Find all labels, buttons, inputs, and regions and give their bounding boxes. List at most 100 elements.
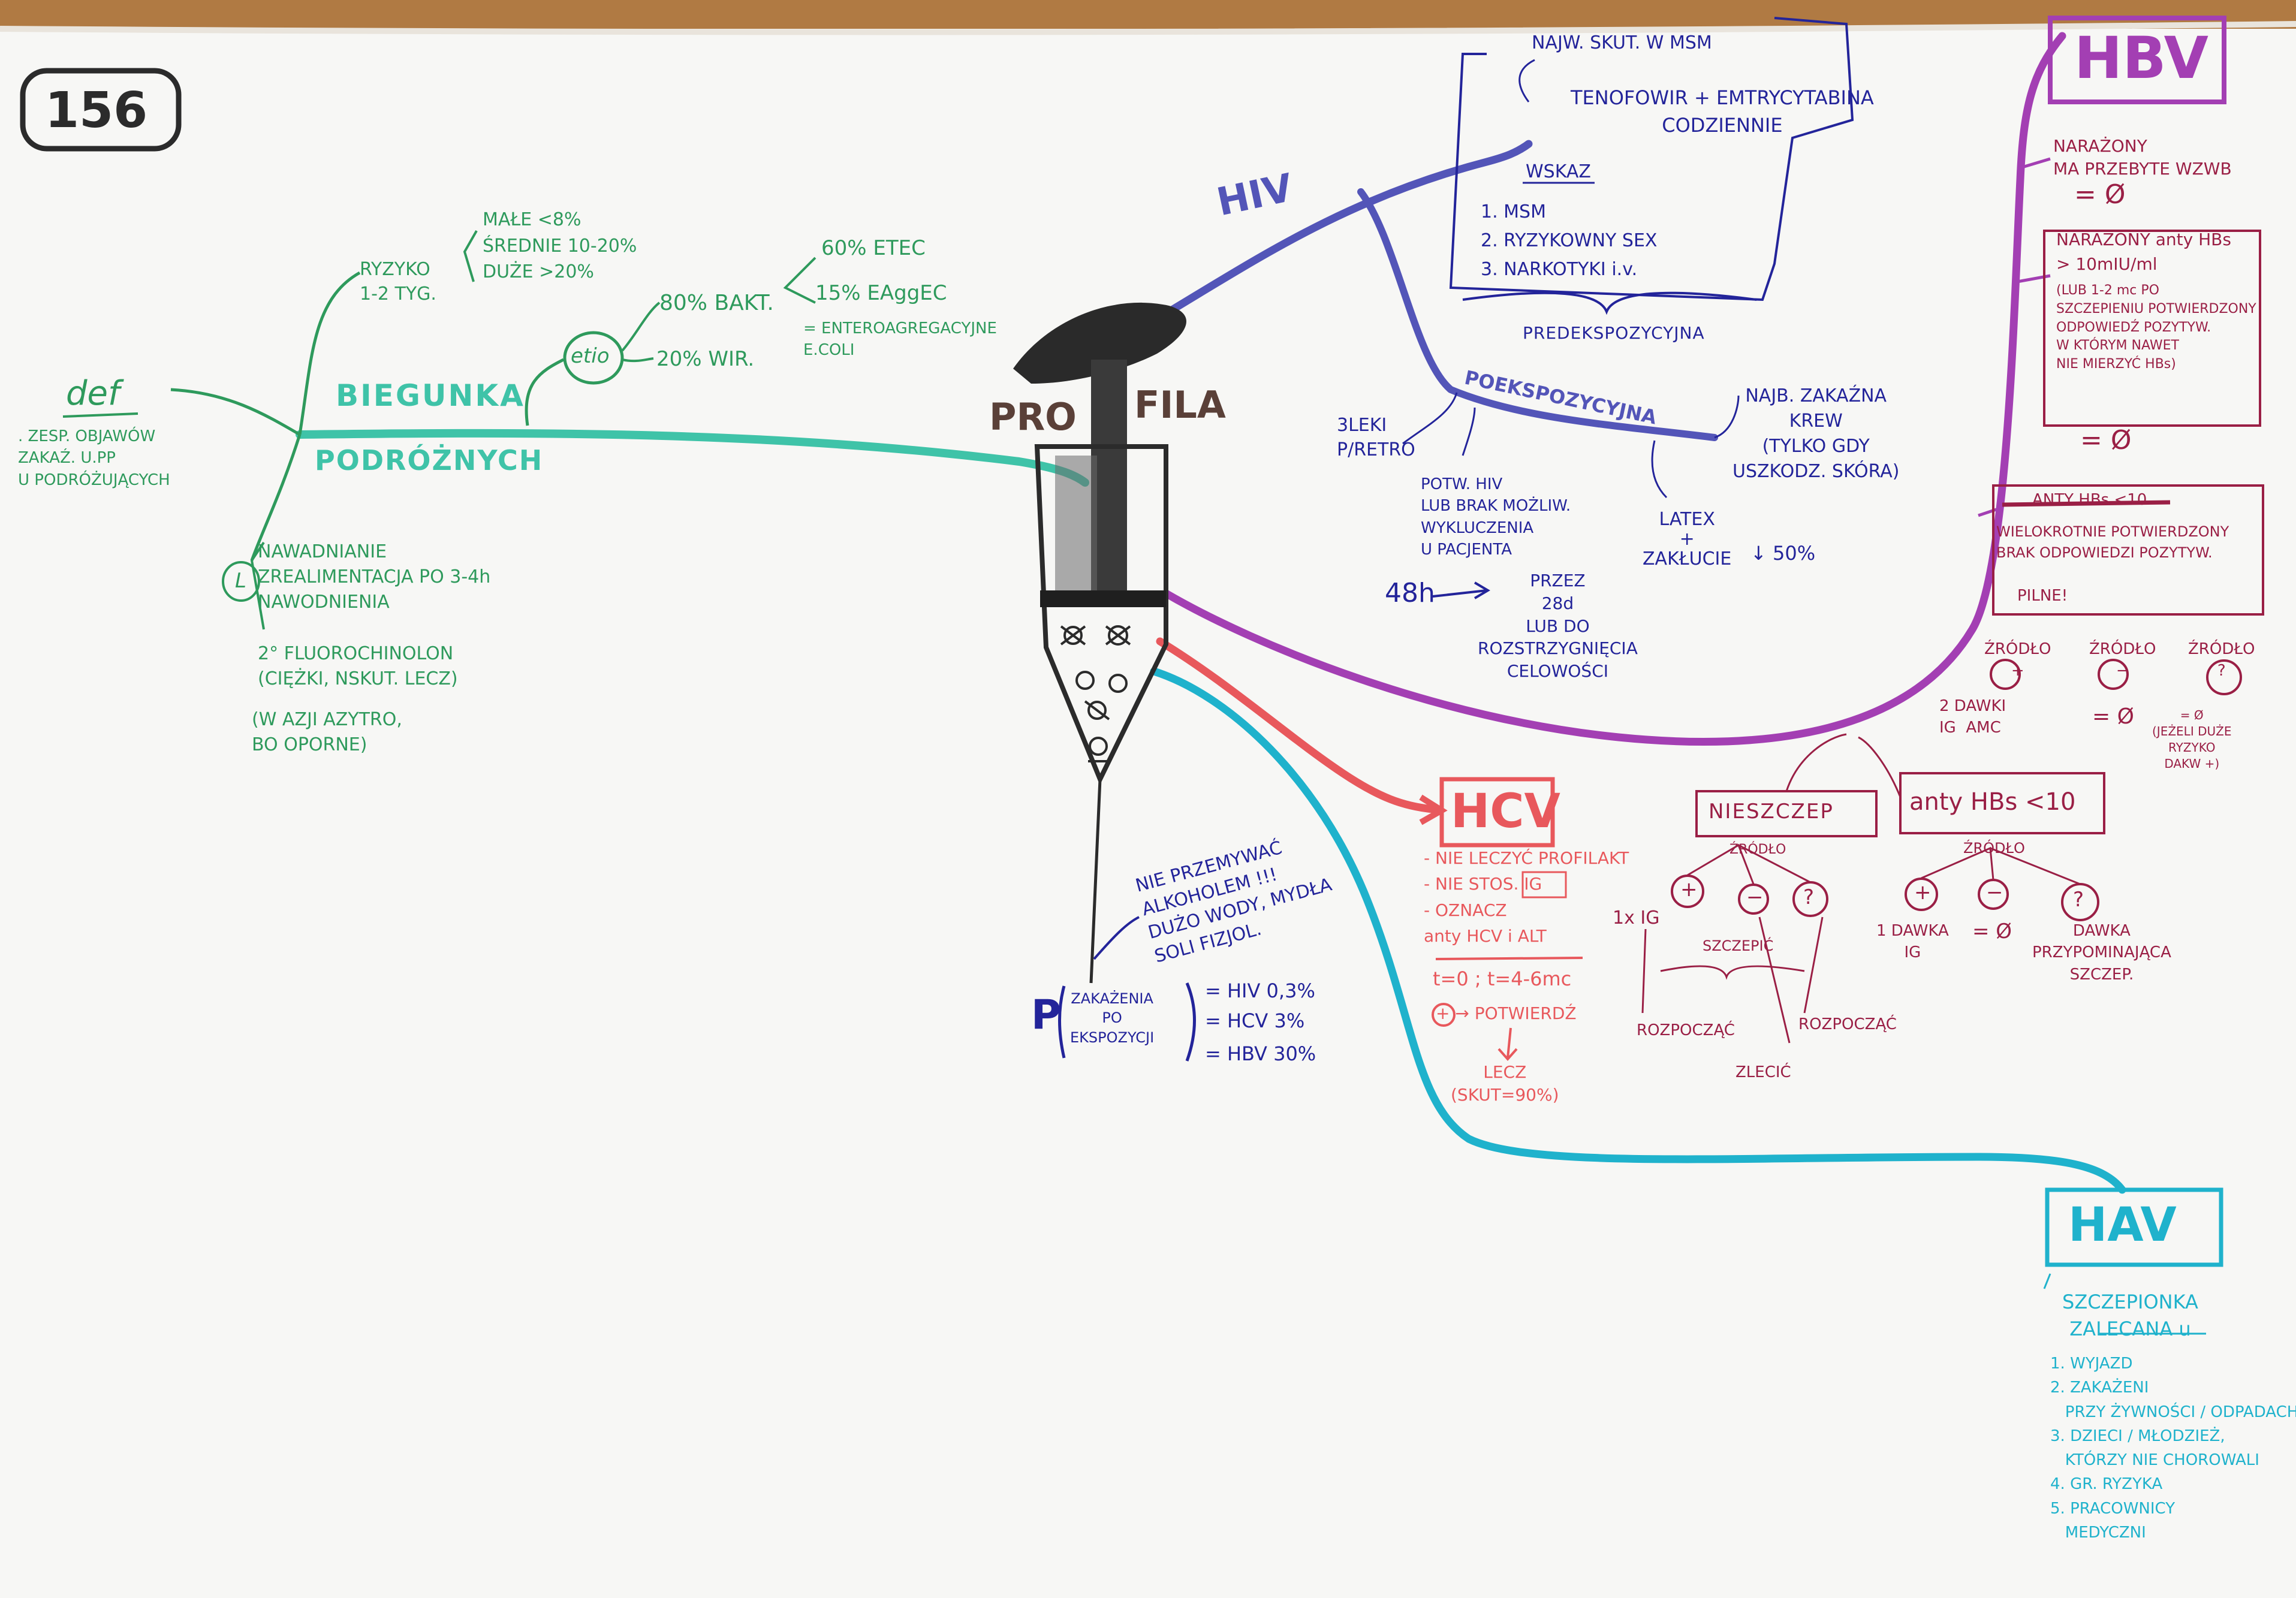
hcv-arrow-down (1497, 1027, 1518, 1062)
hcv-lines: - NIE LECZYĆ PROFILAKT - NIE STOS. IG - … (1424, 848, 1629, 946)
page-number: 156 (45, 82, 148, 139)
hbv-complete: ZLECIĆ (1735, 1063, 1791, 1081)
etio-etec: 60% ETEC (821, 236, 926, 260)
prob-text: ZAKAŻENIA PO EKSPOZYCJI (1070, 990, 1155, 1046)
bact-bracket (783, 257, 816, 304)
hbv-struck: ANTY HBs <10 (2032, 491, 2147, 509)
hiv-prep-drugs: TENOFOWIR + EMTRYCYTABINA CODZIENNIE (1571, 86, 1874, 137)
plunger-shaft (1091, 360, 1127, 593)
hbv-unvacc-src: ŹRÓDŁO (1729, 842, 1786, 857)
hcv-ig-box (1521, 871, 1567, 899)
plunger-head (1013, 302, 1186, 384)
treatment-bracket (250, 541, 265, 630)
hbv-antihbs: NARAŻONY anty HBs > 10mIU/ml (2056, 230, 2231, 274)
hiv-time: 48h (1385, 578, 1435, 608)
hbv-res-neg: = Ø (2092, 704, 2134, 729)
risk-levels: MAŁE <8% ŚREDNIE 10-20% DUŻE >20% (483, 209, 637, 282)
hbv-multi: WIELOKROTNIE POTWIERDZONY BRAK ODPOWIEDZ… (1996, 523, 2229, 561)
treatment-label: L (235, 569, 246, 593)
prob-hbv: = HBV 30% (1205, 1042, 1316, 1065)
etio-vir-line (622, 357, 654, 363)
hcv-title-box (1439, 777, 1555, 848)
prep-brace (1462, 291, 1757, 315)
branch-hiv (1165, 140, 1533, 316)
hbv-exposed-vacc-result: = Ø (2074, 179, 2126, 210)
branch-hiv-pep (1357, 188, 1718, 441)
virus-particles (1060, 625, 1131, 762)
hiv-duration: PRZEZ 28d LUB DO ROZSTRZYGNIĘCIA CELOWOŚ… (1478, 571, 1638, 682)
lt10-src-lines (1921, 846, 2081, 885)
syringe-title-left: PRO (989, 395, 1077, 439)
etio-connector (525, 358, 565, 426)
risk-label: RYZYKO 1-2 TYG. (360, 259, 436, 304)
pep-leg-4 (1714, 395, 1740, 439)
src-plus-circle (1990, 659, 2021, 690)
etio-bact-line (621, 301, 661, 352)
hbv-src-unk: ŹRÓDŁO ? (2188, 640, 2255, 680)
prob-hiv: = HIV 0,3% (1205, 979, 1315, 1002)
hbv-lt10-unk-res: DAWKA PRZYPOMINAJĄCA SZCZEP. (2032, 922, 2171, 984)
etio-eaggec: 15% EAggEC (815, 281, 947, 305)
szczep-brace (1660, 965, 1805, 980)
hbv-lt10-neg-res: = Ø (1972, 919, 2012, 943)
prob-label: P (1031, 991, 1061, 1039)
etio-circle (563, 331, 624, 385)
prob-hcv: = HCV 3% (1205, 1009, 1305, 1032)
branch-title-line1: BIEGUNKA (336, 378, 525, 413)
hbv-case1-line (2020, 157, 2051, 170)
hbv-res-pos: 2 DAWKI IG AMC (1939, 697, 2006, 737)
etio-vir: 20% WIR. (656, 347, 755, 371)
syringe (1013, 302, 1186, 984)
hbv-src-pos: ŹRÓDŁO + (1984, 640, 2051, 680)
src-minus-circle (2098, 659, 2129, 690)
hbv-res-unk: = Ø (JEŻELI DUŻE RYZYKO DAKW +) (2152, 708, 2232, 771)
hbv-exposed-vacc: NARAŻONY MA PRZEBYTE WZWB (2053, 136, 2232, 179)
hcv-plus-circle (1432, 1003, 1456, 1027)
barrel-fill (1055, 456, 1097, 590)
hiv-drugs3: 3LEKI P/RETRO (1337, 415, 1415, 460)
hav-label: HAV (2068, 1198, 2177, 1252)
hiv-indications-title: WSKAZ (1526, 161, 1591, 182)
hbv-case2-box (2043, 230, 2261, 427)
hbv-unvacc-unk: ? (1803, 885, 1815, 909)
def-label: def (66, 374, 120, 413)
strike-line (2002, 500, 2171, 507)
hbv-src-neg: ŹRÓDŁO − (2089, 640, 2156, 680)
prob-bracket (1185, 982, 1196, 1062)
def-underline (62, 412, 138, 418)
hbv-label: HBV (2074, 25, 2208, 92)
risk-connector (298, 271, 361, 435)
hbv-lt10-pos: + (1914, 881, 1932, 904)
hbs-lt10-box (1899, 772, 2105, 834)
hiv-confirm: POTW. HIV LUB BRAK MOŻLIW. WYKLUCZENIA U… (1421, 475, 1571, 559)
hav-title: SZCZEPIONKA ZALECANA u (2062, 1291, 2198, 1340)
hcv-underline (1435, 957, 1583, 960)
etio-label: etio (571, 344, 610, 368)
hcv-treat: LECZ (SKUT=90%) (1451, 1062, 1559, 1105)
branch-hcv (1156, 637, 1437, 813)
hiv-indications: 1. MSM 2. RYZYKOWNY SEX 3. NARKOTYKI i.v… (1481, 201, 1658, 280)
page-number-box (20, 68, 182, 152)
hbv-unvacc-pos: + (1680, 878, 1698, 901)
hav-items: 1. WYJAZD 2. ZAKAŻENI PRZY ŻYWNOŚCI / OD… (2050, 1355, 2296, 1542)
pep-leg-2 (1462, 407, 1476, 456)
stopper (1040, 590, 1166, 607)
hiv-most-infectious: NAJB. ZAKAŹNA KREW (TYLKO GDY USZKODZ. S… (1732, 385, 1900, 482)
hbv-unvacc-neg: − (1746, 885, 1764, 909)
treatment-line3: (W AZJI AZYTRO, BO OPORNE) (252, 709, 402, 755)
pep-leg-1 (1402, 392, 1458, 445)
branch-hbv (1162, 32, 2066, 746)
warning-connector (1093, 916, 1140, 960)
table-edge (0, 0, 2296, 29)
branch-title-line2: PODRÓŻNYCH (315, 444, 544, 477)
risk-bracket (463, 230, 478, 282)
hcv-label: HCV (1451, 785, 1560, 839)
hbv-unvacc-ig: 1x IG (1613, 907, 1660, 928)
def-text: . ZESP. OBJAWÓW ZAKAŹ. U.PP U PODRÓŻUJĄC… (18, 427, 170, 489)
prob-bracket-left (1058, 985, 1066, 1059)
src-unk-circle (2206, 659, 2242, 695)
hbv-start-2: ROZPOCZĄĆ (1798, 1015, 1897, 1033)
branch-hav (1150, 667, 2126, 1194)
hav-connector (2043, 1273, 2051, 1289)
